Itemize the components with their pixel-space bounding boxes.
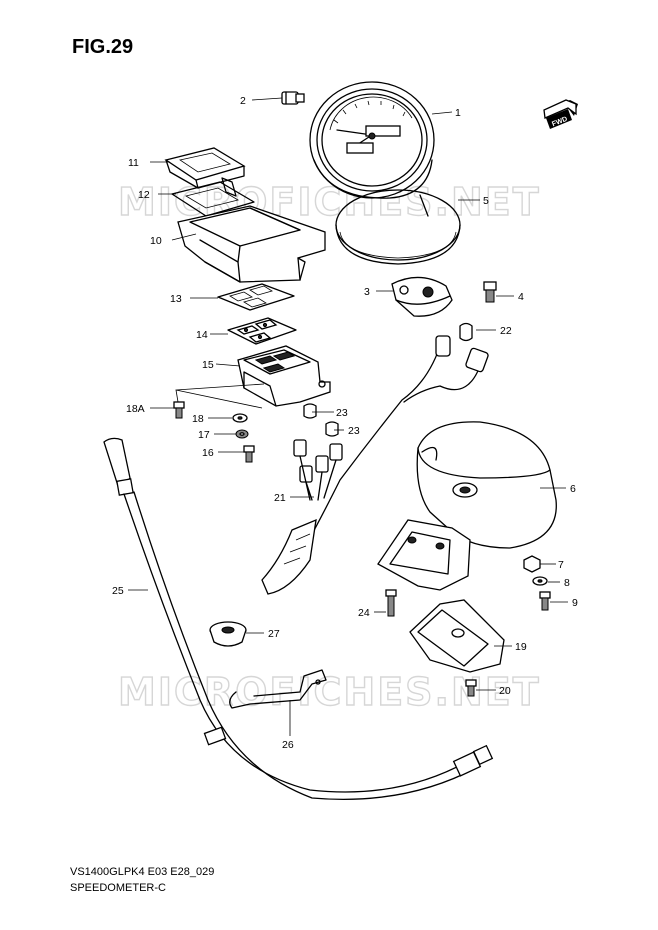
- model-code: VS1400GLPK4 E03 E28_029: [70, 866, 215, 878]
- callout-1: 1: [455, 107, 461, 119]
- lamp-socket-3: [391, 276, 453, 317]
- indicator-gasket: [171, 177, 255, 217]
- screw-18a: [173, 401, 185, 419]
- meter-cover: [377, 421, 557, 591]
- indicator-housing: [177, 205, 326, 283]
- callout-18a: 18A: [126, 403, 145, 415]
- indicator-plate-14: [227, 317, 297, 345]
- callout-23-a: 23: [336, 407, 348, 419]
- figure-title: FIG.29: [72, 36, 134, 58]
- callout-16: 16: [202, 447, 214, 459]
- screw-16: [243, 445, 255, 463]
- callout-24: 24: [358, 607, 370, 619]
- washer-18: [232, 413, 248, 423]
- washer-8: [532, 576, 548, 586]
- callout-7: 7: [558, 559, 564, 571]
- callout-3: 3: [364, 286, 370, 298]
- wire-harness: [261, 335, 489, 595]
- callout-10: 10: [150, 235, 162, 247]
- callout-21: 21: [274, 492, 286, 504]
- callout-26: 26: [282, 739, 294, 751]
- nut-7: [523, 555, 541, 573]
- speedometer-case-ring: [335, 189, 461, 265]
- mounting-bracket-19: [409, 599, 505, 673]
- callout-18: 18: [192, 413, 204, 425]
- bolt-24: [385, 589, 397, 617]
- bolt-9: [539, 591, 551, 611]
- bulb-23b: [325, 421, 339, 437]
- bulb-22: [459, 322, 473, 342]
- callout-19: 19: [515, 641, 527, 653]
- indicator-socket-base: [237, 345, 331, 407]
- callout-15: 15: [202, 359, 214, 371]
- washer-17: [235, 429, 249, 439]
- screw-4: [483, 281, 497, 303]
- callout-9: 9: [572, 597, 578, 609]
- callout-25: 25: [112, 585, 124, 597]
- callout-20: 20: [499, 685, 511, 697]
- speedometer-cable: [103, 437, 494, 800]
- grommet-27: [209, 621, 247, 647]
- callout-6: 6: [570, 483, 576, 495]
- callout-leaders: [128, 97, 568, 736]
- callout-5: 5: [483, 195, 489, 207]
- indicator-plate-13: [217, 283, 295, 311]
- callout-13: 13: [170, 293, 182, 305]
- bulb-23a: [303, 403, 317, 419]
- callout-27: 27: [268, 628, 280, 640]
- callout-12: 12: [138, 189, 150, 201]
- callout-2: 2: [240, 95, 246, 107]
- screw-20: [465, 679, 477, 697]
- speedometer-unit: [309, 81, 435, 199]
- callout-22: 22: [500, 325, 512, 337]
- callout-23-b: 23: [348, 425, 360, 437]
- callout-8: 8: [564, 577, 570, 589]
- section-name: SPEEDOMETER-C: [70, 882, 166, 894]
- callout-4: 4: [518, 291, 524, 303]
- cable-clamp-26: [229, 669, 327, 709]
- watermark-bottom: MICROFICHES.NET: [118, 670, 541, 714]
- callout-17: 17: [198, 429, 210, 441]
- callout-11: 11: [128, 157, 139, 169]
- watermark-top: MICROFICHES.NET: [118, 180, 541, 224]
- fwd-arrow-icon: FWD: [543, 99, 578, 129]
- callout-14: 14: [196, 329, 208, 341]
- bulb-part: [281, 91, 305, 105]
